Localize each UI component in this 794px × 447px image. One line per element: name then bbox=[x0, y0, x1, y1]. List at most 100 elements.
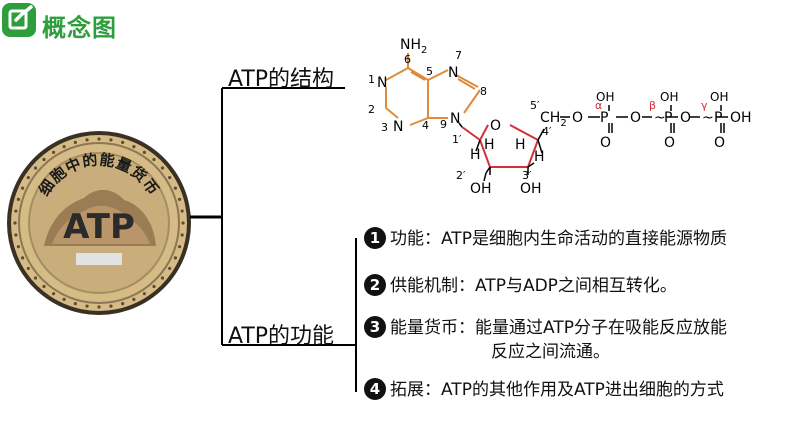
svg-text:7: 7 bbox=[455, 49, 462, 62]
svg-text:N: N bbox=[393, 119, 403, 135]
coin-dot bbox=[180, 233, 184, 237]
coin-dot bbox=[180, 209, 184, 213]
svg-text:2: 2 bbox=[368, 103, 375, 116]
svg-text:O: O bbox=[572, 110, 583, 126]
svg-text:OH: OH bbox=[730, 110, 752, 126]
svg-text:P: P bbox=[600, 110, 608, 126]
coin-dot bbox=[97, 137, 101, 141]
atp-coin: 细胞中的能量货币 ATP bbox=[4, 128, 194, 322]
coin-dot bbox=[181, 221, 185, 225]
coin-dot bbox=[51, 150, 56, 154]
svg-text:4: 4 bbox=[422, 119, 429, 132]
coin-dot bbox=[152, 157, 156, 162]
svg-text:H: H bbox=[484, 137, 495, 153]
number-badge: 2 bbox=[364, 274, 386, 296]
svg-text:H: H bbox=[470, 147, 481, 163]
coin-dot bbox=[33, 166, 38, 170]
coin-dot bbox=[152, 284, 156, 289]
svg-text:α: α bbox=[595, 99, 602, 112]
coin-dot bbox=[20, 186, 25, 190]
coin-dot bbox=[73, 140, 77, 145]
svg-text:1′: 1′ bbox=[452, 133, 462, 146]
coin-dot bbox=[142, 292, 147, 296]
svg-text:P: P bbox=[664, 110, 672, 126]
svg-text:OH: OH bbox=[520, 181, 542, 197]
coin-dot bbox=[142, 150, 147, 154]
svg-text:~: ~ bbox=[702, 110, 714, 126]
coin-dot bbox=[62, 144, 66, 149]
coin-dot bbox=[121, 301, 125, 306]
svg-text:5: 5 bbox=[426, 65, 433, 78]
coin-dot bbox=[160, 166, 165, 170]
coin-dot bbox=[14, 233, 18, 237]
svg-text:~: ~ bbox=[654, 110, 666, 126]
coin-dot bbox=[85, 138, 89, 142]
svg-text:OH: OH bbox=[660, 90, 678, 104]
svg-text:O: O bbox=[714, 135, 725, 151]
page-title: 概念图 bbox=[42, 14, 117, 42]
svg-text:γ: γ bbox=[701, 99, 708, 112]
atp-structure-diagram: NH2 6 1 N 2 3 N 4 5 7 N 8 9 N O 5′ 4′ 1′… bbox=[368, 37, 752, 197]
svg-text:3′: 3′ bbox=[522, 169, 532, 182]
coin-dot bbox=[173, 186, 178, 190]
coin-dot bbox=[177, 197, 182, 201]
coin-dot bbox=[132, 144, 136, 149]
coin-dot bbox=[168, 266, 172, 271]
svg-text:O: O bbox=[600, 135, 611, 151]
svg-text:N: N bbox=[448, 65, 458, 81]
coin-dot bbox=[109, 304, 113, 308]
svg-text:6: 6 bbox=[404, 53, 411, 66]
svg-text:OH: OH bbox=[710, 90, 728, 104]
svg-text:H: H bbox=[534, 149, 545, 165]
svg-text:N: N bbox=[450, 111, 460, 127]
svg-text:O: O bbox=[490, 118, 501, 134]
svg-text:9: 9 bbox=[440, 118, 447, 131]
coin-dot bbox=[168, 175, 172, 180]
svg-text:2′: 2′ bbox=[456, 169, 466, 182]
coin-dot bbox=[42, 284, 46, 289]
coin-dot bbox=[14, 209, 18, 213]
svg-text:NH2: NH2 bbox=[400, 37, 427, 56]
coin-dot bbox=[33, 276, 38, 280]
coin-dot bbox=[121, 140, 125, 145]
svg-text:β: β bbox=[649, 99, 656, 112]
coin-dot bbox=[173, 256, 178, 260]
number-badge: 3 bbox=[364, 316, 386, 338]
svg-text:OH: OH bbox=[596, 90, 614, 104]
svg-text:O: O bbox=[680, 110, 691, 126]
coin-dot bbox=[85, 304, 89, 308]
svg-text:4′: 4′ bbox=[542, 125, 552, 138]
coin-dot bbox=[177, 245, 182, 249]
branch-function-label: ATP的功能 bbox=[228, 324, 335, 349]
coin-dot bbox=[13, 221, 17, 225]
adenine-base bbox=[385, 53, 481, 126]
number-badge: 4 bbox=[364, 378, 386, 400]
number-badge: 1 bbox=[364, 227, 386, 249]
svg-text:5′: 5′ bbox=[530, 99, 540, 112]
coin-dot bbox=[51, 292, 56, 296]
svg-text:H: H bbox=[515, 137, 526, 153]
branch-structure-label: ATP的结构 bbox=[228, 67, 335, 92]
coin-dot bbox=[132, 297, 136, 302]
ribose-sugar bbox=[461, 124, 539, 168]
coin-dot bbox=[62, 297, 66, 302]
coin-dot bbox=[26, 175, 30, 180]
svg-text:N: N bbox=[377, 75, 387, 91]
svg-text:OH: OH bbox=[470, 181, 492, 197]
svg-text:8: 8 bbox=[480, 85, 487, 98]
svg-text:3: 3 bbox=[381, 121, 388, 134]
svg-text:O: O bbox=[630, 110, 641, 126]
coin-dot bbox=[109, 138, 113, 142]
coin-dot bbox=[16, 197, 21, 201]
coin-dot bbox=[20, 256, 25, 260]
pencil-check-icon bbox=[2, 3, 36, 37]
svg-text:CH2: CH2 bbox=[540, 110, 567, 129]
coin-dot bbox=[16, 245, 21, 249]
coin-dot bbox=[160, 276, 165, 280]
svg-text:1: 1 bbox=[368, 73, 375, 86]
